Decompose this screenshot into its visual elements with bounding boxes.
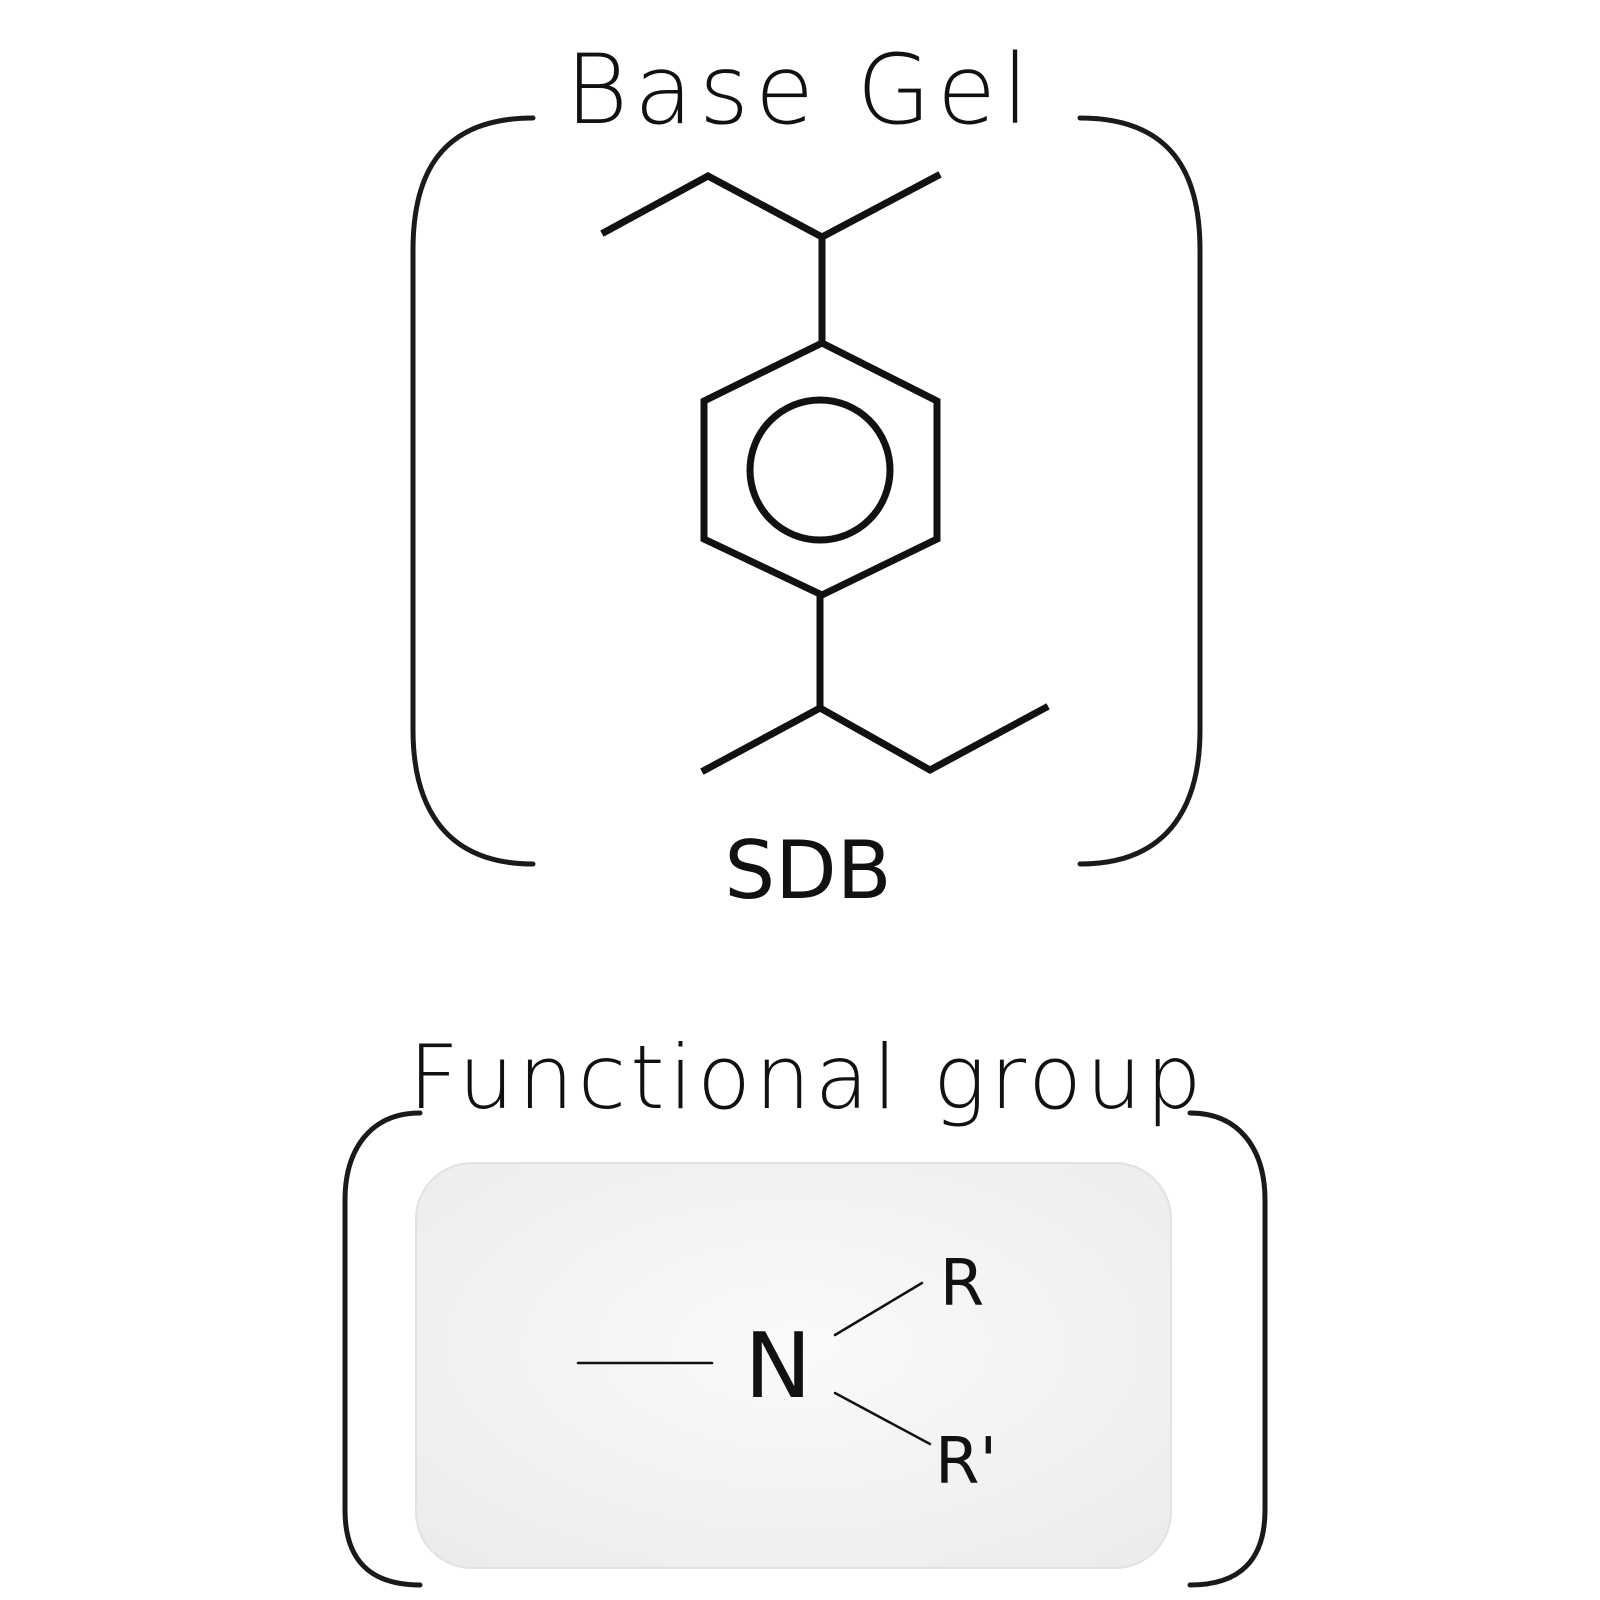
r-substituent-label: R bbox=[940, 1247, 984, 1321]
base-gel-section: Base Gel SDB bbox=[410, 34, 1203, 917]
base-gel-right-bracket bbox=[1077, 115, 1203, 867]
sdb-structure bbox=[600, 171, 1050, 775]
base-gel-heading: Base Gel bbox=[565, 34, 1034, 146]
benzene-ring-bond bbox=[700, 339, 941, 599]
functional-group-right-bracket bbox=[1187, 1110, 1268, 1588]
nitrogen-atom-label: N bbox=[744, 1314, 811, 1419]
n-r-bond bbox=[833, 1281, 924, 1337]
r-prime-substituent-label: R' bbox=[935, 1425, 997, 1499]
functional-group-section: Functional group N R R' bbox=[342, 1026, 1268, 1588]
aromatic-ring-circle bbox=[746, 396, 894, 544]
functional-group-panel bbox=[415, 1162, 1172, 1569]
functional-group-left-bracket bbox=[342, 1110, 423, 1588]
functional-group-heading: Functional group bbox=[408, 1026, 1205, 1129]
sdb-lower-chain-bond bbox=[700, 703, 1050, 775]
sdb-upper-chain-bond bbox=[600, 171, 942, 241]
sdb-label: SDB bbox=[724, 824, 891, 917]
n-r-prime-bond bbox=[833, 1391, 932, 1446]
base-gel-left-bracket bbox=[410, 115, 536, 867]
amine-structure: N R R' bbox=[576, 1247, 997, 1499]
